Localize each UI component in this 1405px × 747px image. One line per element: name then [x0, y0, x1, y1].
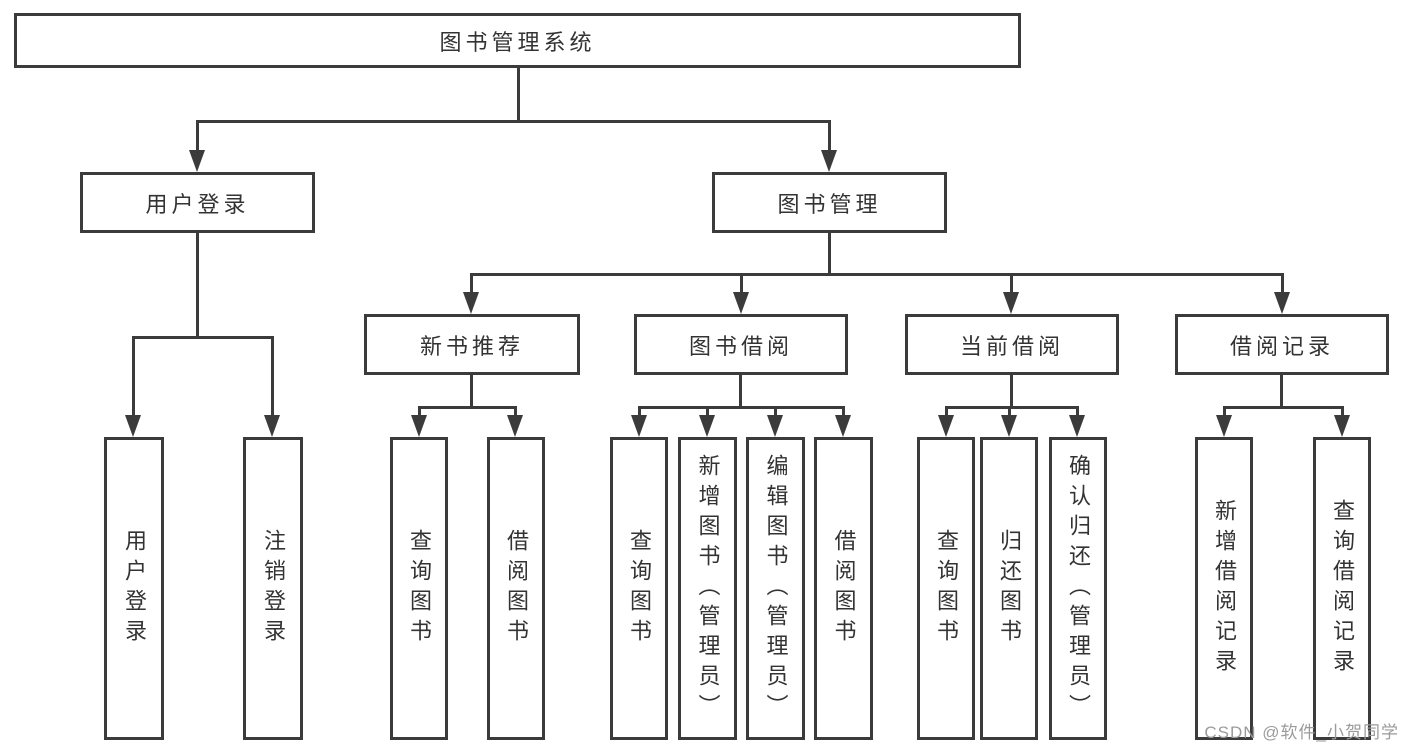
connector-line: [132, 336, 274, 339]
connector-line: [470, 273, 1283, 276]
leaf-query-books-recommend: 查询图书: [390, 437, 448, 740]
leaf-label: 确认归还（管理员）: [1066, 453, 1091, 724]
arrow-down-icon: [264, 415, 280, 437]
connector-line: [1010, 273, 1013, 296]
connector-line: [196, 233, 199, 339]
node-book-management: 图书管理: [712, 172, 947, 233]
connector-line: [945, 406, 948, 419]
leaf-label: 查询图书: [934, 528, 959, 649]
arrow-down-icon: [463, 292, 479, 314]
node-label: 借阅记录: [1229, 333, 1334, 359]
leaf-label: 查询借阅记录: [1330, 498, 1355, 679]
arrow-down-icon: [767, 415, 783, 437]
node-book-borrowing: 图书借阅: [634, 314, 848, 375]
leaf-borrow-books-borrowing: 借阅图书: [814, 437, 873, 740]
node-root-label: 图书管理系统: [439, 29, 596, 55]
arrow-down-icon: [835, 415, 851, 437]
node-label: 用户登录: [145, 191, 250, 217]
connector-line: [470, 375, 473, 409]
watermark-text: CSDN @软件_小贺同学: [1204, 723, 1399, 742]
connector-line: [1341, 406, 1344, 419]
connector-line: [638, 406, 641, 419]
leaf-query-books-current: 查询图书: [917, 437, 975, 740]
arrow-down-icon: [699, 415, 715, 437]
connector-line: [1223, 406, 1226, 419]
arrow-down-icon: [125, 415, 141, 437]
leaf-borrow-books-recommend: 借阅图书: [487, 437, 545, 740]
arrow-down-icon: [1274, 292, 1290, 314]
connector-line: [1281, 273, 1284, 296]
node-user-login: 用户登录: [80, 172, 315, 233]
connector-line: [706, 406, 709, 419]
connector-line: [740, 273, 743, 296]
leaf-add-book-admin: 新增图书（管理员）: [678, 437, 737, 740]
connector-line: [842, 406, 845, 419]
leaf-user-login: 用户登录: [104, 437, 164, 740]
arrow-down-icon: [189, 150, 205, 172]
connector-line: [517, 68, 520, 123]
leaf-label: 注销登录: [261, 528, 286, 649]
connector-line: [945, 406, 1079, 409]
node-current-borrowing: 当前借阅: [905, 314, 1119, 375]
connector-line: [828, 233, 831, 276]
arrow-down-icon: [507, 415, 523, 437]
leaf-confirm-return-admin: 确认归还（管理员）: [1049, 437, 1107, 740]
leaf-label: 编辑图书（管理员）: [763, 453, 789, 724]
connector-line: [1223, 406, 1343, 409]
connector-line: [470, 273, 473, 296]
connector-line: [1008, 406, 1011, 419]
node-label: 当前借阅: [959, 333, 1064, 359]
node-root-system: 图书管理系统: [14, 13, 1021, 68]
leaf-label: 借阅图书: [504, 528, 529, 649]
arrow-down-icon: [1216, 415, 1232, 437]
connector-line: [271, 336, 274, 419]
connector-line: [418, 406, 421, 419]
arrow-down-icon: [1069, 415, 1085, 437]
arrow-down-icon: [1003, 292, 1019, 314]
connector-line: [774, 406, 777, 419]
connector-line: [638, 406, 844, 409]
leaf-label: 新增借阅记录: [1212, 498, 1237, 679]
connector-line: [514, 406, 517, 419]
arrow-down-icon: [1001, 415, 1017, 437]
connector-line: [1076, 406, 1079, 419]
leaf-label: 用户登录: [122, 528, 147, 649]
node-label: 图书管理: [777, 191, 882, 217]
connector-line: [132, 336, 135, 419]
arrow-down-icon: [938, 415, 954, 437]
arrow-down-icon: [1334, 415, 1350, 437]
connector-line: [1010, 375, 1013, 409]
arrow-down-icon: [631, 415, 647, 437]
connector-line: [196, 120, 199, 154]
connector-line: [739, 375, 742, 409]
leaf-label: 新增图书（管理员）: [695, 453, 721, 724]
leaf-add-borrow-record: 新增借阅记录: [1195, 437, 1253, 740]
connector-line: [828, 120, 831, 154]
leaf-return-books: 归还图书: [980, 437, 1038, 740]
arrow-down-icon: [411, 415, 427, 437]
arrow-down-icon: [733, 292, 749, 314]
leaf-label: 归还图书: [997, 528, 1022, 649]
leaf-label: 查询图书: [627, 528, 652, 649]
node-new-book-recommend: 新书推荐: [364, 314, 580, 375]
leaf-label: 借阅图书: [831, 528, 857, 649]
connector-line: [196, 120, 830, 123]
leaf-edit-book-admin: 编辑图书（管理员）: [746, 437, 805, 740]
connector-line: [1280, 375, 1283, 409]
node-label: 新书推荐: [419, 333, 524, 359]
leaf-logout: 注销登录: [243, 437, 303, 740]
leaf-label: 查询图书: [407, 528, 432, 649]
node-label: 图书借阅: [688, 333, 793, 359]
leaf-query-borrow-record: 查询借阅记录: [1313, 437, 1371, 740]
connector-line: [418, 406, 517, 409]
node-borrowing-records: 借阅记录: [1175, 314, 1389, 375]
arrow-down-icon: [821, 150, 837, 172]
leaf-query-books-borrowing: 查询图书: [610, 437, 668, 740]
